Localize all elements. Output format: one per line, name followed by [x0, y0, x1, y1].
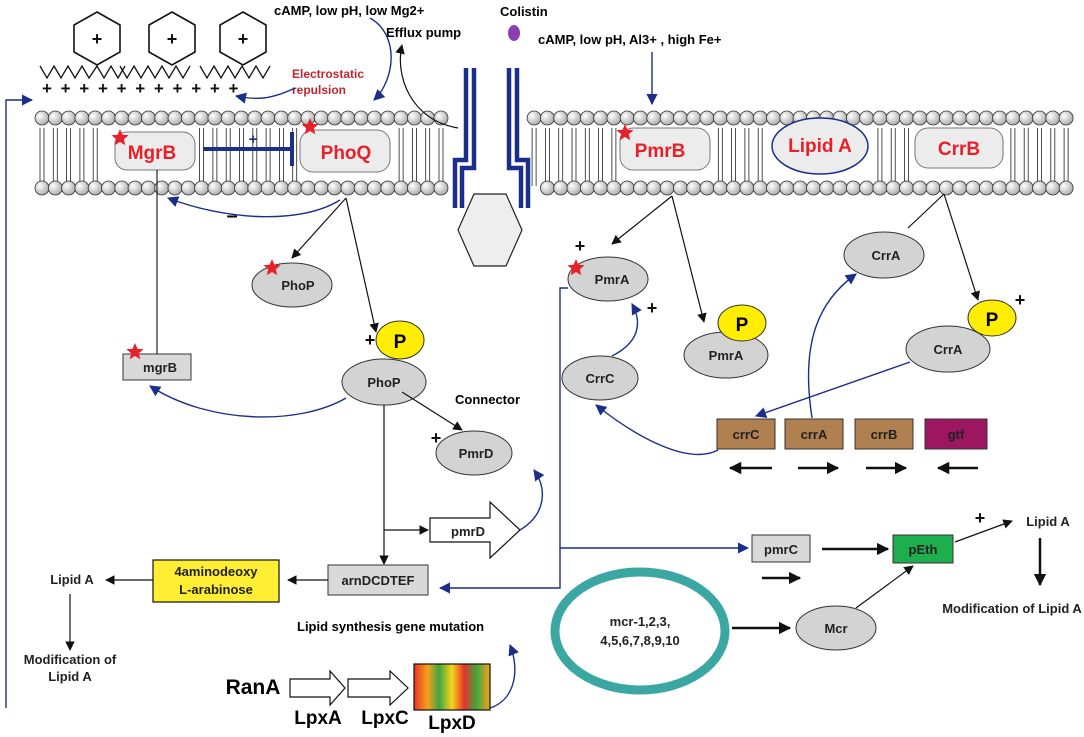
svg-text:mgrB: mgrB	[143, 360, 177, 375]
peth-box: pEth	[892, 534, 954, 564]
hexagon-plus-2: +	[167, 29, 178, 49]
mutation-stars	[111, 118, 634, 360]
phoq-mgrb-minus: –	[226, 205, 237, 227]
svg-text:CrrB: CrrB	[938, 139, 980, 160]
pmra-node: PmrA +	[567, 236, 649, 302]
lpxc-label: LpxC	[361, 708, 409, 729]
crrc-plus: +	[647, 298, 658, 318]
mgrb-gene: mgrB	[122, 353, 192, 381]
svg-text:gtf: gtf	[948, 427, 965, 442]
rana-label: RanA	[226, 676, 281, 699]
svg-text:P: P	[736, 315, 749, 336]
svg-text:PhoP: PhoP	[367, 375, 401, 390]
mutation-star-icon	[126, 343, 144, 360]
svg-text:arnDCDTEF: arnDCDTEF	[342, 573, 415, 588]
mgrb-protein: MgrB	[114, 131, 196, 171]
connector-label: Connector	[455, 392, 520, 407]
crrc-node: CrrC	[561, 355, 639, 401]
mutation-star-icon	[263, 259, 281, 276]
svg-text:PmrD: PmrD	[459, 446, 494, 461]
electrostatic-label-1: Electrostatic	[292, 67, 364, 81]
pmrd-gene: pmrD	[429, 500, 521, 560]
pmrc-gene: pmrC	[751, 534, 811, 563]
pmrd-plus: +	[431, 428, 442, 448]
modification-left-1: Modification of	[24, 652, 117, 667]
pmra-plus: +	[575, 236, 586, 256]
lipid-a-left: Lipid A	[50, 572, 94, 587]
mcr-plasmid: mcr-1,2,3, 4,5,6,7,8,9,10	[550, 567, 730, 695]
svg-text:P: P	[394, 332, 407, 353]
svg-text:MgrB: MgrB	[128, 143, 177, 164]
lpxc-gene-arrow	[347, 669, 409, 707]
svg-text:PhoP: PhoP	[281, 278, 315, 293]
mutation-star-icon	[616, 124, 634, 141]
mutation-star-icon	[567, 259, 585, 276]
hexagon-plus-3: +	[238, 29, 249, 49]
svg-text:4aminodeoxy: 4aminodeoxy	[174, 564, 258, 579]
phop-phosphorylated-node: PhoP P +	[341, 320, 427, 406]
phop-node: PhoP	[251, 262, 333, 308]
pmra-phosphorylated-node: PmrA P	[683, 304, 769, 379]
svg-text:pmrC: pmrC	[764, 542, 799, 557]
modification-left-2: Lipid A	[48, 669, 92, 684]
membrane-bilayer	[34, 110, 1074, 196]
svg-text:CrrA: CrrA	[934, 342, 964, 357]
crrb-protein: CrrB	[914, 127, 1004, 169]
mgrb-phoq-sign: +	[249, 131, 258, 148]
svg-text:pEth: pEth	[909, 542, 938, 557]
lpxd-gene-block	[413, 663, 491, 711]
svg-text:crrA: crrA	[801, 427, 828, 442]
svg-text:crrC: crrC	[733, 427, 760, 442]
crra-node: CrrA	[843, 231, 925, 279]
lipid-a-membrane: Lipid A	[771, 117, 869, 175]
electrostatic-label-2: repulsion	[292, 83, 346, 97]
colistin-label: Colistin	[500, 4, 548, 19]
efflux-pump-label: Efflux pump	[386, 25, 461, 40]
hexagon-plus-1: +	[92, 29, 103, 49]
lpxa-gene-arrow	[289, 669, 346, 707]
lpxa-label: LpxA	[294, 708, 342, 729]
svg-text:L-arabinose: L-arabinose	[179, 582, 253, 597]
colistin-dot	[508, 25, 520, 41]
phoq-protein: PhoQ	[299, 129, 391, 173]
svg-text:P: P	[986, 310, 999, 331]
pmrb-stimuli-label: cAMP, low pH, Al3+ , high Fe+	[538, 32, 722, 47]
svg-text:mcr-1,2,3,: mcr-1,2,3,	[610, 614, 671, 629]
pmrd-node: PmrD +	[431, 428, 513, 476]
svg-text:PmrA: PmrA	[595, 272, 630, 287]
crra-plus: +	[1015, 290, 1026, 310]
lipid-synthesis-label: Lipid synthesis gene mutation	[297, 619, 484, 634]
mcr-node: Mcr	[795, 605, 877, 651]
phop-plus: +	[365, 330, 376, 350]
crr-operon: crrC crrA crrB gtf	[716, 418, 988, 450]
svg-text:CrrC: CrrC	[586, 371, 616, 386]
lpxd-label: LpxD	[428, 713, 476, 734]
arabinose-box: 4aminodeoxy L-arabinose	[152, 559, 280, 603]
crra-phosphorylated-node: CrrA P +	[905, 290, 1026, 373]
pmrb-protein: PmrB	[619, 127, 711, 171]
svg-text:PmrA: PmrA	[709, 348, 744, 363]
arn-operon: arnDCDTEF	[327, 564, 429, 596]
svg-text:4,5,6,7,8,9,10: 4,5,6,7,8,9,10	[600, 633, 680, 648]
lipid-a-right: Lipid A	[1026, 514, 1070, 529]
phoq-stimuli-label: cAMP, low pH, low Mg2+	[274, 3, 425, 18]
svg-text:PmrB: PmrB	[635, 141, 686, 162]
efflux-pump	[452, 68, 531, 267]
peth-plus: +	[975, 508, 986, 528]
lps-hexagons: + + + + + + + + + + + + + +	[39, 11, 271, 98]
mutation-star-icon	[111, 129, 129, 146]
svg-text:CrrA: CrrA	[872, 248, 902, 263]
mutation-star-icon	[301, 118, 319, 135]
svg-text:PhoQ: PhoQ	[321, 143, 372, 164]
lps-charges: + + + + + + + + + + +	[42, 79, 240, 98]
svg-text:Mcr: Mcr	[824, 621, 847, 636]
svg-text:pmrD: pmrD	[451, 524, 485, 539]
svg-text:Lipid A: Lipid A	[788, 136, 852, 157]
svg-text:crrB: crrB	[871, 427, 898, 442]
modification-right: Modification of Lipid A	[942, 601, 1082, 616]
